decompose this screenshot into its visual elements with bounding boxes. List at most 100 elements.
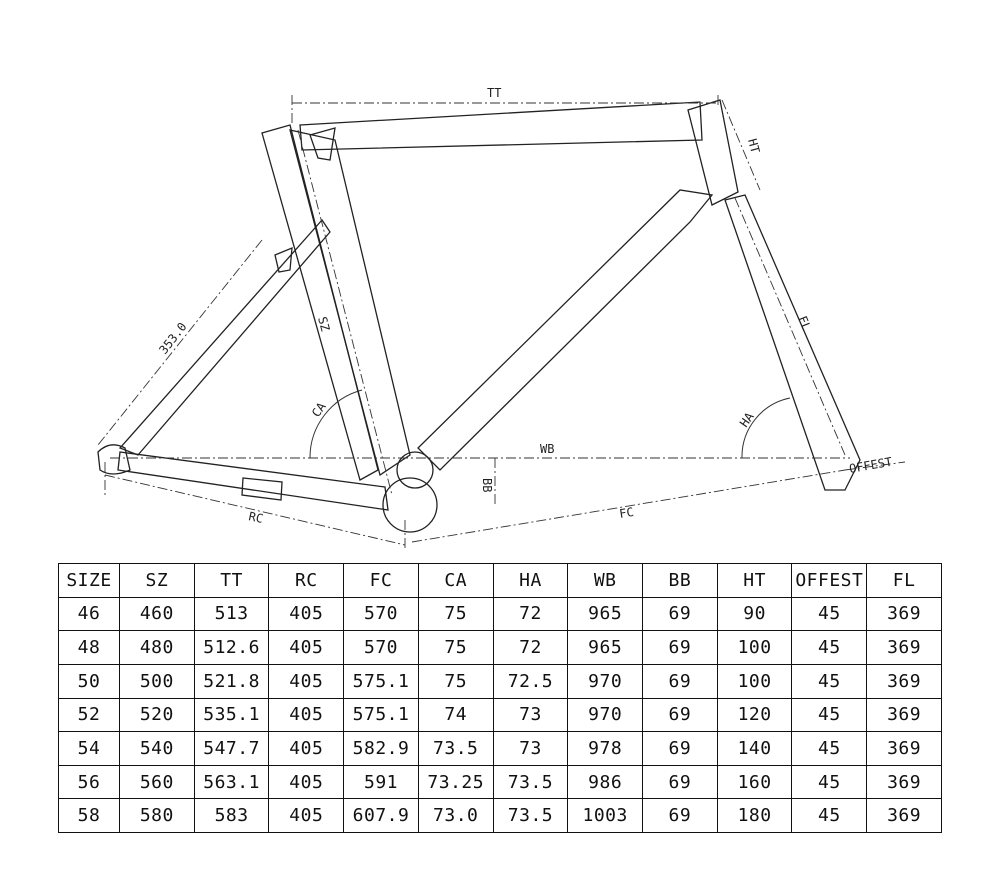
table-cell: 69 <box>642 630 718 665</box>
table-cell: 369 <box>866 663 942 699</box>
table-cell: 73 <box>492 731 569 766</box>
table-cell: 512.6 <box>193 630 270 665</box>
ha-arc <box>741 397 791 459</box>
table-cell: 460 <box>119 596 195 632</box>
table-cell: 45 <box>791 731 868 766</box>
frame-geometry-diagram: TT HT SZ FL CA HA WB BB RC FC OFFEST 353… <box>97 86 906 548</box>
table-cell: 45 <box>791 596 868 632</box>
label-ht: HT <box>745 137 762 155</box>
table-header-cell: TT <box>193 563 270 598</box>
table-cell: 69 <box>642 596 718 632</box>
table-cell: 369 <box>866 596 942 632</box>
table-cell: 547.7 <box>193 731 270 766</box>
table-cell: 73.5 <box>492 764 569 800</box>
table-cell: 405 <box>268 596 345 632</box>
table-cell: 180 <box>716 798 793 833</box>
table-cell: 75 <box>417 596 494 632</box>
bottom-bracket <box>382 477 438 533</box>
chain-stay <box>117 451 389 511</box>
table-cell: 535.1 <box>193 697 270 733</box>
table-cell: 69 <box>642 764 718 800</box>
table-cell: 369 <box>866 798 942 833</box>
seat-stay <box>118 218 331 456</box>
label-tt: TT <box>487 86 501 100</box>
table-cell: 48 <box>58 630 120 665</box>
label-fc: FC <box>618 505 634 521</box>
table-cell: 45 <box>791 764 868 800</box>
table-cell: 52 <box>58 697 120 733</box>
table-cell: 160 <box>716 764 793 800</box>
table-cell: 978 <box>567 731 644 766</box>
table-cell: 69 <box>642 798 718 833</box>
table-header-cell: FC <box>343 563 419 598</box>
table-cell: 405 <box>268 663 345 699</box>
table-cell: 45 <box>791 798 868 833</box>
table-cell: 74 <box>417 697 494 733</box>
table-header-cell: OFFEST <box>791 563 868 598</box>
table-cell: 73 <box>492 697 569 733</box>
table-cell: 560 <box>119 764 195 800</box>
table-cell: 405 <box>268 764 345 800</box>
table-cell: 513 <box>193 596 270 632</box>
table-cell: 965 <box>567 630 644 665</box>
table-cell: 583 <box>193 798 270 833</box>
table-cell: 75 <box>417 663 494 699</box>
table-cell: 970 <box>567 697 644 733</box>
table-cell: 73.5 <box>417 731 494 766</box>
fork <box>724 194 861 491</box>
down-tube <box>417 189 714 471</box>
table-cell: 45 <box>791 663 868 699</box>
label-wb: WB <box>540 442 554 456</box>
table-cell: 1003 <box>567 798 644 833</box>
label-ha: HA <box>737 409 757 430</box>
table-cell: 73.25 <box>417 764 494 800</box>
table-cell: 405 <box>268 731 345 766</box>
table-cell: 405 <box>268 697 345 733</box>
table-cell: 521.8 <box>193 663 270 699</box>
table-cell: 500 <box>119 663 195 699</box>
table-cell: 54 <box>58 731 120 766</box>
table-header-cell: BB <box>642 563 718 598</box>
table-cell: 50 <box>58 663 120 699</box>
label-ca: CA <box>309 399 329 420</box>
table-cell: 72 <box>492 596 569 632</box>
table-cell: 69 <box>642 731 718 766</box>
table-cell: 45 <box>791 630 868 665</box>
table-cell: 100 <box>716 663 793 699</box>
table-cell: 563.1 <box>193 764 270 800</box>
seat-tube <box>289 129 411 477</box>
label-fl: FL <box>795 314 813 333</box>
table-cell: 580 <box>119 798 195 833</box>
table-cell: 986 <box>567 764 644 800</box>
table-cell: 965 <box>567 596 644 632</box>
table-cell: 405 <box>268 798 345 833</box>
table-cell: 369 <box>866 630 942 665</box>
table-cell: 72.5 <box>492 663 569 699</box>
table-cell: 369 <box>866 697 942 733</box>
top-tube <box>299 101 703 151</box>
table-cell: 480 <box>119 630 195 665</box>
head-tube <box>687 99 739 206</box>
table-header-cell: WB <box>567 563 644 598</box>
ca-arc <box>309 389 363 459</box>
table-cell: 575.1 <box>343 697 419 733</box>
table-cell: 591 <box>343 764 419 800</box>
table-header-cell: CA <box>417 563 494 598</box>
table-cell: 405 <box>268 630 345 665</box>
table-header-cell: HT <box>716 563 793 598</box>
table-header-cell: RC <box>268 563 345 598</box>
table-cell: 540 <box>119 731 195 766</box>
label-bb: BB <box>480 478 494 492</box>
table-cell: 72 <box>492 630 569 665</box>
table-cell: 570 <box>343 596 419 632</box>
table-cell: 369 <box>866 731 942 766</box>
table-cell: 570 <box>343 630 419 665</box>
table-header-cell: FL <box>866 563 942 598</box>
table-cell: 56 <box>58 764 120 800</box>
table-cell: 140 <box>716 731 793 766</box>
